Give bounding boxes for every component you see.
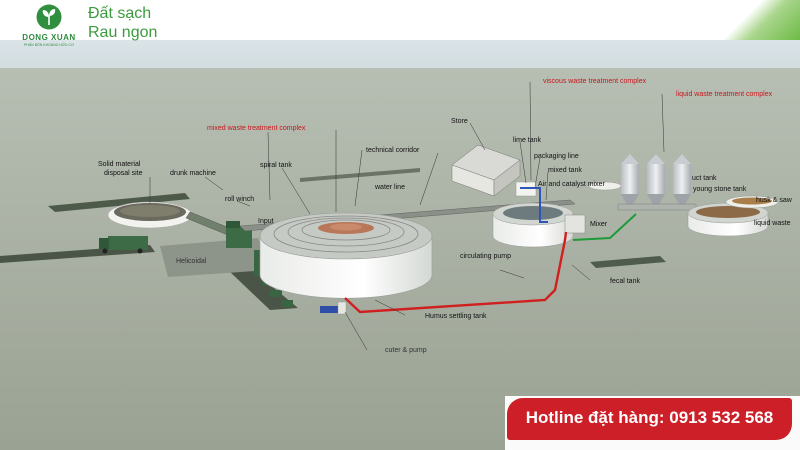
silo-3 <box>673 154 691 210</box>
spiral-tank-top <box>259 212 433 260</box>
slogan-line-2: Rau ngon <box>88 24 158 41</box>
label-drunk-machine: drunk machine <box>170 170 216 177</box>
red-pipe <box>344 231 568 314</box>
label-roll-winch: roll winch <box>225 196 255 203</box>
slogan: Đất sạch Rau ngon <box>88 4 208 42</box>
label-store: Store <box>451 118 468 125</box>
label-circulating-pump: circulating pump <box>460 253 511 260</box>
hotline-button[interactable]: Hotline đặt hàng: 0913 532 568 <box>507 398 792 440</box>
label-mixed-tank: mixed tank <box>548 167 582 174</box>
blue-pipe <box>520 187 548 223</box>
header-bar <box>0 0 800 40</box>
label-mixed-waste-complex: mixed waste treatment complex <box>207 125 306 132</box>
label-air-catalyst-mixer: Air and catalyst mixer <box>538 181 605 188</box>
sprout-logo-icon <box>36 4 62 30</box>
label-viscous-waste-complex: viscous waste treatment complex <box>543 78 647 85</box>
road-bottom <box>228 268 298 310</box>
label-spiral-tank: spiral tank <box>260 162 292 169</box>
liquid-waste-fill <box>696 206 760 218</box>
label-lime-tank: lime tank <box>513 137 542 144</box>
leader-lines <box>149 81 665 351</box>
label-mixer: Mixer <box>590 221 608 228</box>
logo-tagline: PHÂN BÓN KHOÁNG HỮU CƠ <box>24 43 74 47</box>
silo-1 <box>621 154 639 210</box>
logo-brand: DONG XUAN <box>22 33 76 42</box>
green-pipe <box>572 213 637 241</box>
label-packaging-line: packaging line <box>534 153 579 160</box>
silo-platform <box>617 203 697 211</box>
label-young-stone-tank: young stone tank <box>693 186 747 193</box>
logo[interactable]: DONG XUAN PHÂN BÓN KHOÁNG HỮU CƠ <box>14 2 84 52</box>
hotline-text: Hotline đặt hàng: 0913 532 568 <box>525 408 774 427</box>
truck-1 <box>99 236 148 254</box>
truck-2 <box>226 221 252 248</box>
silo-2 <box>647 154 665 210</box>
label-humus-settling-tank: Humus settling tank <box>425 313 487 320</box>
leaf-decoration <box>710 0 800 40</box>
label-water-line: water line <box>375 184 405 191</box>
label-liquid-waste: liquid waste <box>754 220 791 227</box>
label-input: Input <box>258 218 274 225</box>
road-back <box>300 168 420 182</box>
road-right <box>590 256 666 268</box>
cuter-pump <box>320 301 347 315</box>
slogan-line-1: Đất sạch <box>88 5 152 22</box>
mixer-box <box>564 214 586 234</box>
label-cuter-pump: cuter & pump <box>385 347 427 354</box>
label-disposal-site: disposal site <box>104 170 143 177</box>
label-helicoidal: Helicoidal <box>176 258 207 265</box>
label-fecal-tank: fecal tank <box>610 278 640 285</box>
label-husk-saw: husk & saw <box>756 197 792 204</box>
road-left <box>48 193 190 212</box>
label-liquid-waste-complex: liquid waste treatment complex <box>676 91 773 98</box>
label-technical-corridor: technical corridor <box>366 147 420 154</box>
label-uct-tank: uct tank <box>692 175 717 182</box>
label-solid-material: Solid material <box>98 161 141 168</box>
store-building <box>451 144 521 197</box>
